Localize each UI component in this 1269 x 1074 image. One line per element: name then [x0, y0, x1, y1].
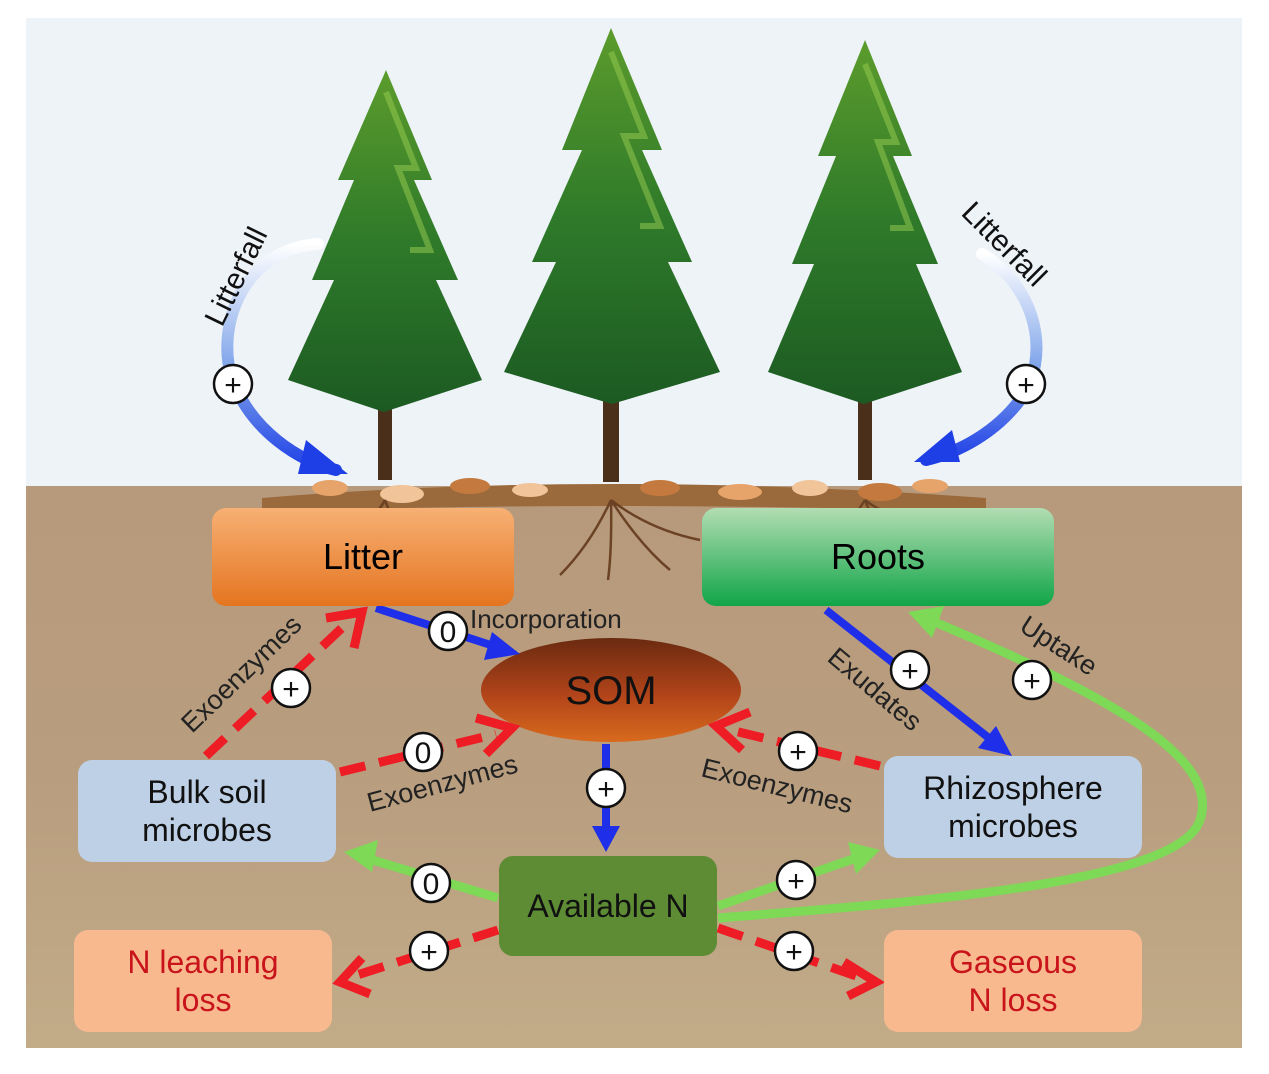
incorporation-arrowhead [484, 632, 520, 660]
bulk-soil-microbes-node: Bulk soil microbes [78, 760, 336, 862]
litter-layer-icon [262, 478, 986, 512]
som-to-available-n-arrowhead [592, 826, 620, 852]
som-label: SOM [565, 669, 656, 713]
litter-node: Litter [212, 508, 514, 606]
incorporation-label: Incorporation [470, 604, 622, 634]
available-n-to-rhizo-arrowhead [848, 842, 880, 874]
leaching-arrowhead [332, 954, 372, 999]
tree-right-icon [768, 40, 962, 480]
gaseous-arrowhead [841, 958, 886, 1001]
leaching-arrow [352, 925, 500, 981]
exoenzymes-bulk-to-som-arrowhead [474, 713, 521, 758]
litter-label: Litter [322, 536, 404, 578]
exoenzymes-rhizo-to-som-arrow [728, 725, 882, 771]
n-leaching-loss-line2: loss [174, 982, 232, 1018]
gaseous-n-loss-line2: N loss [968, 982, 1058, 1018]
tree-left-icon [288, 70, 482, 480]
bulk-soil-microbes-line1: Bulk soil [147, 773, 267, 810]
uptake-arrowhead [908, 606, 944, 638]
rhizosphere-microbes-node: Rhizosphere microbes [884, 756, 1142, 858]
gaseous-n-loss-line1: Gaseous [948, 943, 1078, 980]
tree-center-icon [504, 28, 720, 482]
gaseous-n-loss-node: Gaseous N loss [884, 930, 1142, 1032]
bulk-soil-microbes-line2: microbes [142, 812, 272, 848]
exoenzymes-bulk-to-litter-arrowhead [325, 606, 368, 649]
rhizosphere-microbes-line1: Rhizosphere [923, 769, 1103, 806]
exudates-arrowhead [978, 726, 1012, 756]
n-leaching-loss-line1: N leaching [127, 943, 279, 980]
available-n-label: Available N [527, 887, 689, 924]
gaseous-arrow [716, 923, 864, 983]
som-node [481, 638, 741, 742]
exoenzymes-rhizo-to-som-arrowhead [707, 707, 752, 754]
n-leaching-loss-node: N leaching loss [74, 930, 332, 1032]
available-n-node: Available N [499, 856, 717, 956]
roots-node: Roots [702, 508, 1054, 606]
litterfall-left-arrowhead [298, 440, 348, 474]
litterfall-right-arrowhead [914, 430, 960, 462]
rhizosphere-microbes-line2: microbes [948, 808, 1078, 844]
uptake-arrow [717, 615, 1207, 923]
roots-label: Roots [830, 536, 926, 578]
available-n-to-bulk-arrowhead [344, 840, 378, 872]
